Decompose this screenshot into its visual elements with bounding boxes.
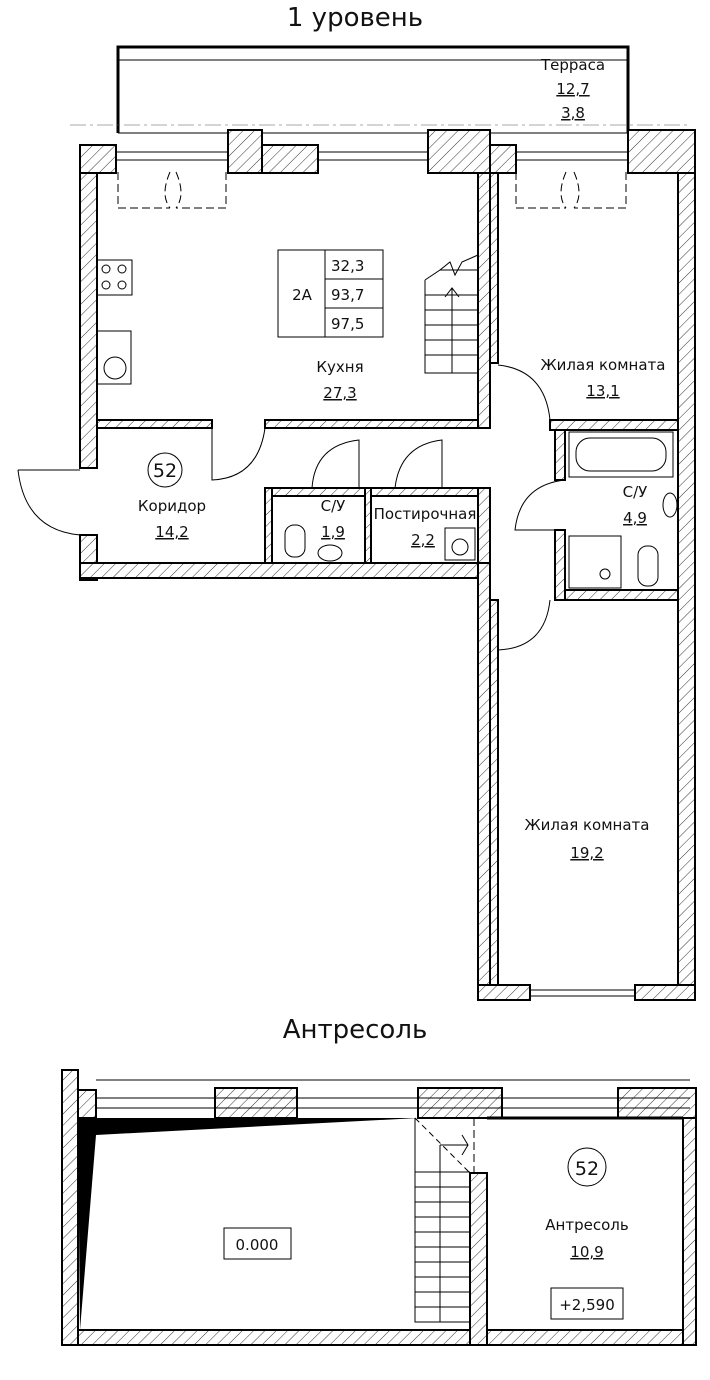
- stairs-icon: [424, 254, 479, 374]
- wall: [564, 589, 679, 601]
- terrace-door-1[interactable]: [117, 171, 227, 209]
- wc-door[interactable]: [311, 439, 360, 489]
- wall: [364, 487, 372, 564]
- apartment-type: 2А: [292, 286, 313, 304]
- wall-right: [677, 172, 696, 986]
- wall-pier: [617, 1087, 697, 1119]
- living2-name: Жилая комната: [525, 816, 650, 834]
- apartment-number-circle: [147, 452, 183, 488]
- mezzanine-title: Антресоль: [283, 1015, 428, 1045]
- mezzanine-apartment-number: 52: [575, 1158, 599, 1180]
- wall: [554, 429, 566, 481]
- shower-icon: [568, 535, 622, 589]
- terrace-name: Терраса: [540, 56, 605, 74]
- level-mark-box: [223, 1227, 292, 1260]
- wall: [77, 1089, 97, 1119]
- mezzanine-name: Антресоль: [545, 1216, 628, 1234]
- bath-name: С/У: [623, 483, 648, 501]
- wall-pier: [227, 129, 263, 174]
- mezzanine-level: +2,590: [559, 1296, 615, 1314]
- terrace-area: 12,7: [556, 80, 589, 98]
- wc-area: 1,9: [321, 523, 345, 541]
- wall: [264, 487, 273, 564]
- stairs-icon: [414, 1117, 471, 1323]
- wall: [261, 144, 319, 174]
- laundry-door[interactable]: [394, 439, 443, 489]
- washbasin-icon: [317, 492, 678, 562]
- wall-bottom: [79, 562, 491, 579]
- washing-machine-icon: [444, 527, 476, 561]
- wall: [264, 487, 368, 497]
- laundry-area: 2,2: [411, 531, 435, 549]
- total-area: 93,7: [331, 286, 364, 304]
- wall-left: [61, 1069, 79, 1346]
- living2-door[interactable]: [497, 599, 551, 651]
- wall-bottom: [77, 1329, 471, 1346]
- wall: [477, 487, 491, 564]
- living2-area: 19,2: [570, 844, 603, 862]
- laundry-name: Постирочная: [374, 505, 477, 523]
- wall-pier: [214, 1087, 298, 1119]
- wall-bottom: [486, 1329, 684, 1346]
- mezzanine-area: 10,9: [570, 1243, 603, 1261]
- wall: [477, 562, 491, 1001]
- corridor-name: Коридор: [138, 497, 206, 515]
- apartment-summary: 2А 32,3 93,7 97,5: [277, 249, 384, 338]
- corridor-area: 14,2: [155, 523, 188, 541]
- mezzanine-plan: 0.000 52 Антресоль 10,9 +2,590: [61, 1069, 697, 1346]
- wall: [549, 419, 679, 431]
- wall: [469, 1172, 488, 1346]
- wall: [96, 419, 213, 429]
- wall-left: [79, 172, 98, 469]
- wall-pier: [427, 129, 491, 174]
- wall: [477, 984, 531, 1001]
- void-level: 0.000: [236, 1236, 279, 1254]
- level-1-plan: 2А 32,3 93,7 97,5 52 Терраса 12,7 3,8 Ку…: [17, 45, 696, 1001]
- void-edge: [78, 1118, 418, 1330]
- total-with-terrace: 97,5: [331, 315, 364, 333]
- wall: [489, 172, 499, 364]
- wall: [489, 599, 499, 986]
- kitchen-area: 27,3: [323, 384, 356, 402]
- living1-area: 13,1: [586, 382, 619, 400]
- wall: [477, 172, 491, 429]
- level-mark-box: [550, 1287, 624, 1320]
- wall: [79, 144, 117, 174]
- wall-pier: [627, 129, 696, 174]
- toilet-icon: [284, 524, 659, 587]
- bath-area: 4,9: [623, 509, 647, 527]
- wall: [264, 419, 491, 429]
- wall-right: [682, 1117, 697, 1346]
- wc-name: С/У: [321, 497, 346, 515]
- level-title: 1 уровень: [287, 3, 423, 33]
- apartment-number: 52: [153, 460, 177, 482]
- terrace-door-2[interactable]: [515, 171, 627, 209]
- living1-door[interactable]: [497, 364, 551, 421]
- apartment-number-circle: [567, 1147, 607, 1187]
- wall: [554, 529, 566, 601]
- wall: [634, 984, 696, 1001]
- bathtub-icon: [568, 431, 674, 478]
- stove-icon: [96, 259, 133, 296]
- sink-icon: [96, 330, 132, 385]
- terrace: [70, 45, 690, 134]
- wall-pier: [417, 1087, 503, 1119]
- living1-name: Жилая комната: [541, 356, 666, 374]
- kitchen-door[interactable]: [211, 427, 266, 481]
- wall: [489, 144, 517, 174]
- wall: [366, 487, 491, 497]
- kitchen-name: Кухня: [316, 358, 363, 376]
- terrace-coef: 3,8: [561, 104, 585, 122]
- living-area: 32,3: [331, 257, 364, 275]
- bath-door[interactable]: [514, 479, 566, 531]
- entrance-door[interactable]: [17, 469, 81, 536]
